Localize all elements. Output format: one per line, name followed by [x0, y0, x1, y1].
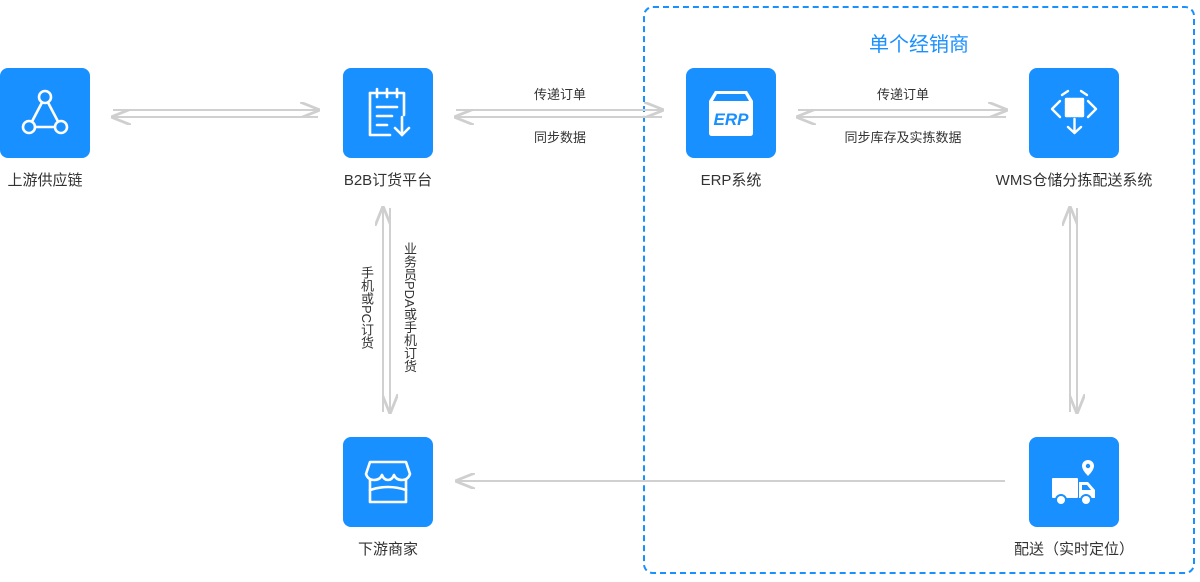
node-upstream-label: 上游供应链: [7, 172, 83, 189]
edge-label-b2b-down-right: 业务员PDA或手机订货: [402, 242, 417, 373]
network-icon: [21, 89, 69, 135]
dealer-region-title: 单个经销商: [869, 34, 969, 56]
node-delivery[interactable]: [1029, 437, 1119, 527]
node-wms[interactable]: [1029, 68, 1119, 158]
node-downstream-label: 下游商家: [357, 541, 418, 558]
order-document-icon: [368, 87, 411, 137]
edge-label-erp-wms-top: 传递订单: [876, 87, 929, 102]
edge-label-b2b-down-left: 手机或PC订货: [359, 266, 374, 350]
node-b2b[interactable]: [343, 68, 433, 158]
node-erp[interactable]: ERP: [686, 68, 776, 158]
delivery-truck-icon: [1052, 460, 1095, 506]
node-downstream[interactable]: [343, 437, 433, 527]
node-upstream[interactable]: [0, 68, 90, 158]
erp-badge-text: ERP: [714, 110, 750, 129]
node-delivery-label: 配送（实时定位）: [1013, 541, 1134, 558]
node-wms-label: WMS仓储分拣配送系统: [995, 172, 1153, 189]
dealer-region-border: [643, 6, 1195, 574]
edge-label-b2b-erp-top: 传递订单: [533, 87, 586, 102]
edge-label-b2b-erp-bottom: 同步数据: [533, 130, 586, 145]
erp-box-icon: ERP: [709, 91, 753, 136]
storefront-icon: [364, 460, 412, 504]
node-b2b-label: B2B订货平台: [343, 172, 433, 189]
edge-label-erp-wms-bottom: 同步库存及实拣数据: [844, 130, 962, 145]
warehouse-sorting-icon: [1050, 89, 1098, 135]
node-erp-label: ERP系统: [700, 172, 762, 189]
